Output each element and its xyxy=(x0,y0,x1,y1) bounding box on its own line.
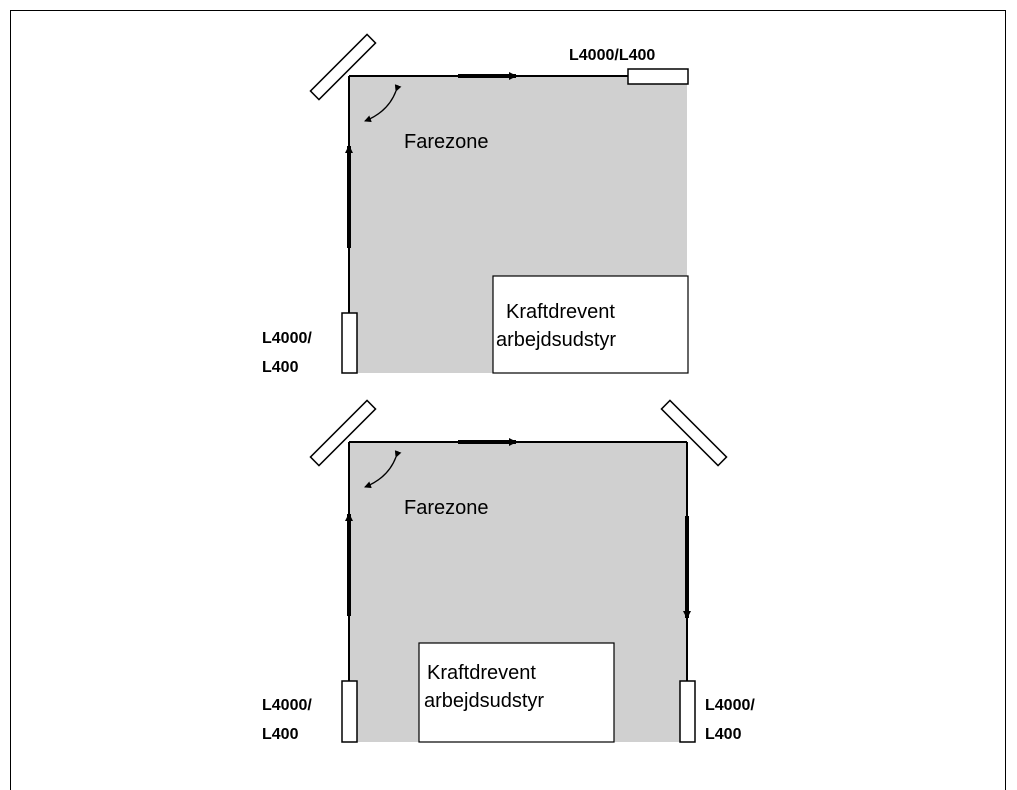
zone-label-1: Farezone xyxy=(404,131,489,153)
equipment-label-2-line1: Kraftdrevent xyxy=(427,662,536,684)
device-top-label-1: L4000/L400 xyxy=(569,47,655,64)
device-left-label-2-line2: L400 xyxy=(262,726,299,743)
deflection-mirror-1 xyxy=(309,33,377,101)
device-left-label-2-line1: L4000/ xyxy=(262,697,312,714)
device-bottom-label-1-line1: L4000/ xyxy=(262,330,312,347)
device-bottom-1 xyxy=(341,312,358,374)
deflection-mirror-2-left xyxy=(309,399,377,467)
equipment-label-1-line2: arbejdsudstyr xyxy=(496,329,616,351)
device-bottom-label-1-line2: L400 xyxy=(262,359,299,376)
diagram-frame xyxy=(10,10,1006,790)
device-right-2 xyxy=(679,680,696,743)
equipment-label-1-line1: Kraftdrevent xyxy=(506,301,615,323)
device-right-label-2-line1: L4000/ xyxy=(705,697,755,714)
device-right-label-2-line2: L400 xyxy=(705,726,742,743)
diagram-1: Farezone Kraftdrevent arbejdsudstyr L400… xyxy=(262,33,689,376)
diagram-2: Farezone Kraftdrevent arbejdsudstyr L400… xyxy=(262,399,755,743)
equipment-label-2-line2: arbejdsudstyr xyxy=(424,690,544,712)
diagram-canvas: Farezone Kraftdrevent arbejdsudstyr L400… xyxy=(262,33,755,743)
device-left-2 xyxy=(341,680,358,743)
equipment-box-1 xyxy=(492,275,689,374)
device-top-1 xyxy=(627,68,689,85)
deflection-arrow-2 xyxy=(364,450,402,489)
zone-label-2: Farezone xyxy=(404,497,489,519)
deflection-mirror-2-right xyxy=(660,399,728,467)
deflection-arrow-1 xyxy=(364,84,402,123)
equipment-box-2 xyxy=(418,642,615,743)
